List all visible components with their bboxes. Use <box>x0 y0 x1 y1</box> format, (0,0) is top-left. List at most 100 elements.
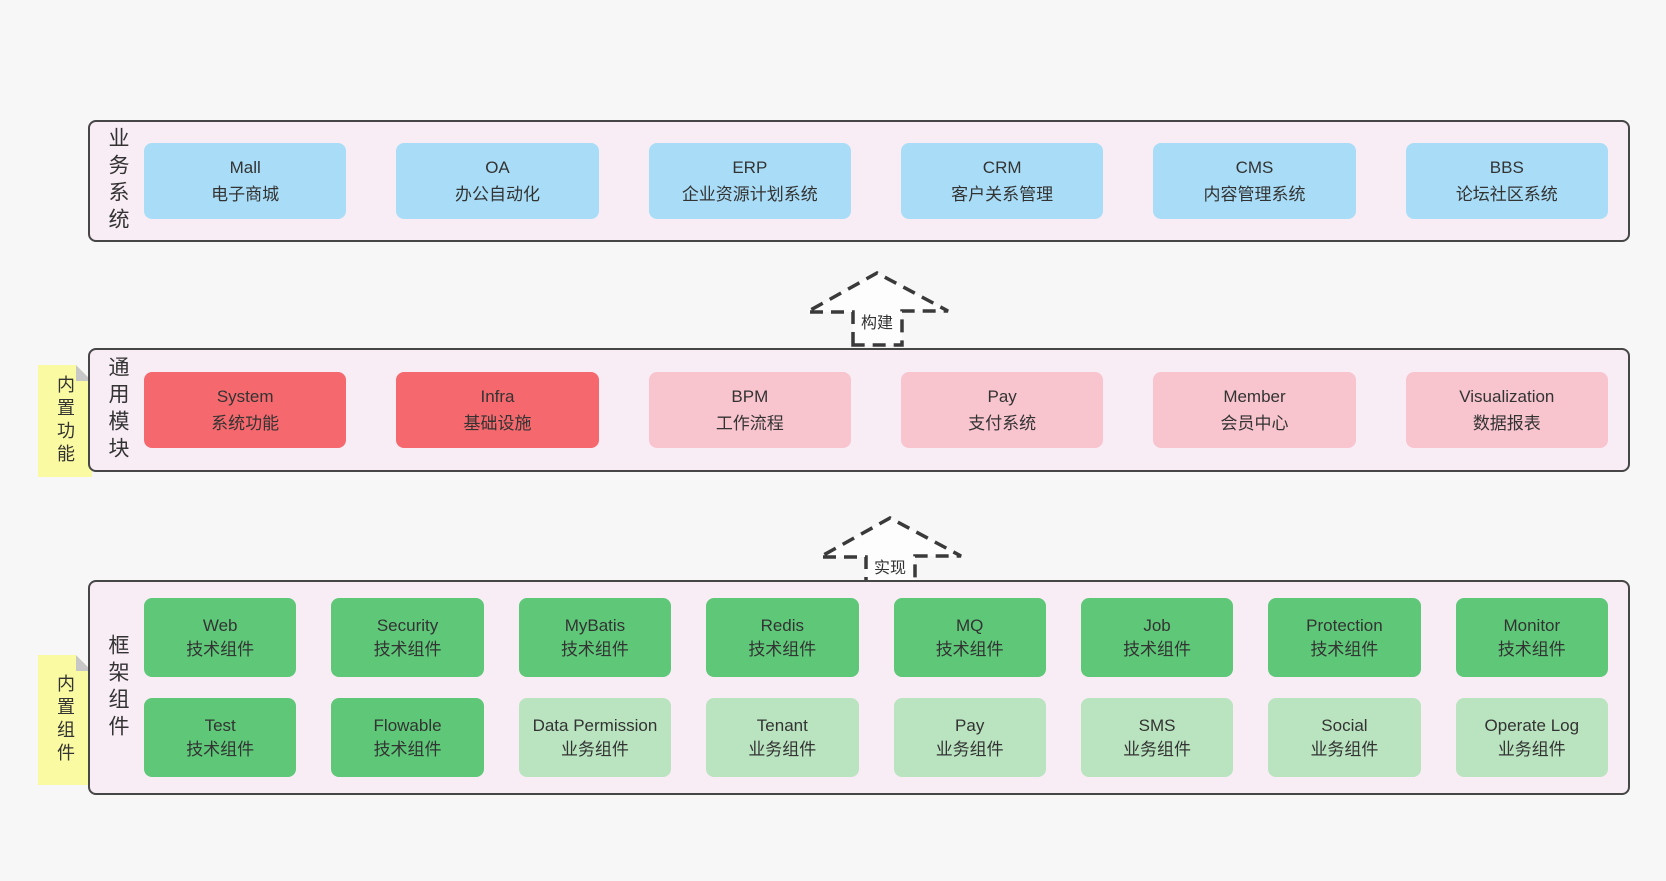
box-monitor: Monitor 技术组件 <box>1455 598 1608 677</box>
box-title-en: ERP <box>732 158 768 177</box>
box-title-en: Protection <box>1306 615 1383 635</box>
box-subtitle-zh: 技术组件 <box>935 639 1004 659</box>
box-title-en: Pay <box>987 387 1017 406</box>
box-title-en: BPM <box>731 387 769 406</box>
sticky-note-builtin-components: 内置组件 <box>38 655 92 785</box>
box-title-en: System <box>216 387 274 406</box>
box-title-en: Security <box>376 615 439 635</box>
box-subtitle-zh: 支付系统 <box>968 414 1037 433</box>
business-systems-grid: Mall 电子商城 OA 办公自动化 ERP 企业资源计划系统 CRM 客户关系管理 CMS 内容… <box>144 122 1608 240</box>
box-subtitle-zh: 论坛社区系统 <box>1455 185 1558 204</box>
box-subtitle-zh: 会员中心 <box>1220 414 1289 433</box>
arrow-implement: 实现 <box>813 516 962 592</box>
box-operate-log: Operate Log 业务组件 <box>1455 698 1608 777</box>
box-test: Test 技术组件 <box>144 698 297 777</box>
box-subtitle-zh: 客户关系管理 <box>951 185 1054 204</box>
box-bbs: BBS 论坛社区系统 <box>1405 143 1608 219</box>
sticky-note-label: 内置组件 <box>55 674 75 766</box>
box-subtitle-zh: 数据报表 <box>1472 414 1541 433</box>
box-title-en: Redis <box>760 615 805 635</box>
box-subtitle-zh: 技术组件 <box>560 639 629 659</box>
arrow-build-label: 构建 <box>861 314 893 332</box>
box-title-en: Job <box>1143 615 1171 635</box>
box-subtitle-zh: 技术组件 <box>186 639 255 659</box>
box-protection: Protection 技术组件 <box>1268 598 1421 677</box>
dashed-up-arrow-icon <box>813 516 962 592</box>
box-title-en: Social <box>1321 715 1368 735</box>
box-title-en: Pay <box>955 715 985 735</box>
box-social: Social 业务组件 <box>1268 698 1421 777</box>
box-subtitle-zh: 业务组件 <box>935 739 1004 759</box>
box-subtitle-zh: 基础设施 <box>463 414 532 433</box>
box-title-en: CMS <box>1235 158 1274 177</box>
band-label-common-modules: 通用模块 <box>106 356 129 464</box>
box-title-en: Visualization <box>1459 387 1555 406</box>
box-tenant: Tenant 业务组件 <box>706 698 859 777</box>
box-title-en: SMS <box>1138 715 1176 735</box>
box-member: Member 会员中心 <box>1153 372 1356 448</box>
box-subtitle-zh: 办公自动化 <box>454 185 540 204</box>
box-subtitle-zh: 业务组件 <box>560 739 629 759</box>
box-cms: CMS 内容管理系统 <box>1153 143 1356 219</box>
box-infra: Infra 基础设施 <box>396 372 599 448</box>
box-pay: Pay 业务组件 <box>893 698 1046 777</box>
box-subtitle-zh: 业务组件 <box>1123 739 1192 759</box>
arrow-build: 构建 <box>800 271 949 347</box>
box-subtitle-zh: 业务组件 <box>1497 739 1566 759</box>
box-redis: Redis 技术组件 <box>706 598 859 677</box>
box-subtitle-zh: 电子商城 <box>211 185 280 204</box>
box-pay: Pay 支付系统 <box>900 372 1104 448</box>
box-subtitle-zh: 技术组件 <box>1123 639 1192 659</box>
box-title-en: Data Permission <box>532 715 658 735</box>
box-visualization: Visualization 数据报表 <box>1405 372 1608 448</box>
box-subtitle-zh: 技术组件 <box>1497 639 1566 659</box>
box-flowable: Flowable 技术组件 <box>331 698 484 777</box>
box-title-en: Operate Log <box>1484 715 1580 735</box>
box-mall: Mall 电子商城 <box>144 143 347 219</box>
box-job: Job 技术组件 <box>1080 598 1234 677</box>
box-subtitle-zh: 技术组件 <box>373 739 442 759</box>
band-label-framework-components: 框架组件 <box>106 633 129 742</box>
dashed-up-arrow-icon <box>800 271 949 347</box>
sticky-note-builtin-features: 内置功能 <box>38 365 92 477</box>
box-subtitle-zh: 业务组件 <box>748 739 817 759</box>
box-data-permission: Data Permission 业务组件 <box>518 698 672 777</box>
box-title-en: Monitor <box>1503 615 1561 635</box>
box-subtitle-zh: 内容管理系统 <box>1203 185 1306 204</box>
box-bpm: BPM 工作流程 <box>648 372 851 448</box>
box-title-en: CRM <box>982 158 1022 177</box>
box-title-en: Mall <box>229 158 261 177</box>
box-subtitle-zh: 系统功能 <box>211 414 280 433</box>
sticky-note-label: 内置功能 <box>55 375 75 467</box>
box-subtitle-zh: 企业资源计划系统 <box>681 185 818 204</box>
box-title-en: Web <box>202 615 238 635</box>
box-subtitle-zh: 技术组件 <box>186 739 255 759</box>
box-title-en: BBS <box>1489 158 1524 177</box>
box-title-en: MQ <box>955 615 984 635</box>
box-web: Web 技术组件 <box>144 598 297 677</box>
box-subtitle-zh: 技术组件 <box>1310 639 1379 659</box>
box-security: Security 技术组件 <box>331 598 484 677</box>
box-subtitle-zh: 业务组件 <box>1310 739 1379 759</box>
band-business-systems: 业务系统 Mall 电子商城 OA 办公自动化 ERP 企业资源计划系统 CRM 客户关系管理… <box>88 120 1630 242</box>
box-title-en: Member <box>1223 387 1286 406</box>
box-title-en: Flowable <box>373 715 442 735</box>
box-title-en: OA <box>485 158 510 177</box>
box-title-en: Tenant <box>756 715 808 735</box>
box-subtitle-zh: 技术组件 <box>748 639 817 659</box>
arrow-implement-label: 实现 <box>874 559 906 577</box>
band-label-business-systems: 业务系统 <box>106 127 129 235</box>
common-modules-grid: System 系统功能 Infra 基础设施 BPM 工作流程 Pay 支付系统 Member 会… <box>144 350 1608 470</box>
box-sms: SMS 业务组件 <box>1080 698 1234 777</box>
box-title-en: Test <box>204 715 236 735</box>
box-title-en: Infra <box>480 387 515 406</box>
box-crm: CRM 客户关系管理 <box>900 143 1104 219</box>
box-oa: OA 办公自动化 <box>396 143 599 219</box>
box-subtitle-zh: 技术组件 <box>373 639 442 659</box>
box-subtitle-zh: 工作流程 <box>715 414 784 433</box>
box-erp: ERP 企业资源计划系统 <box>648 143 851 219</box>
